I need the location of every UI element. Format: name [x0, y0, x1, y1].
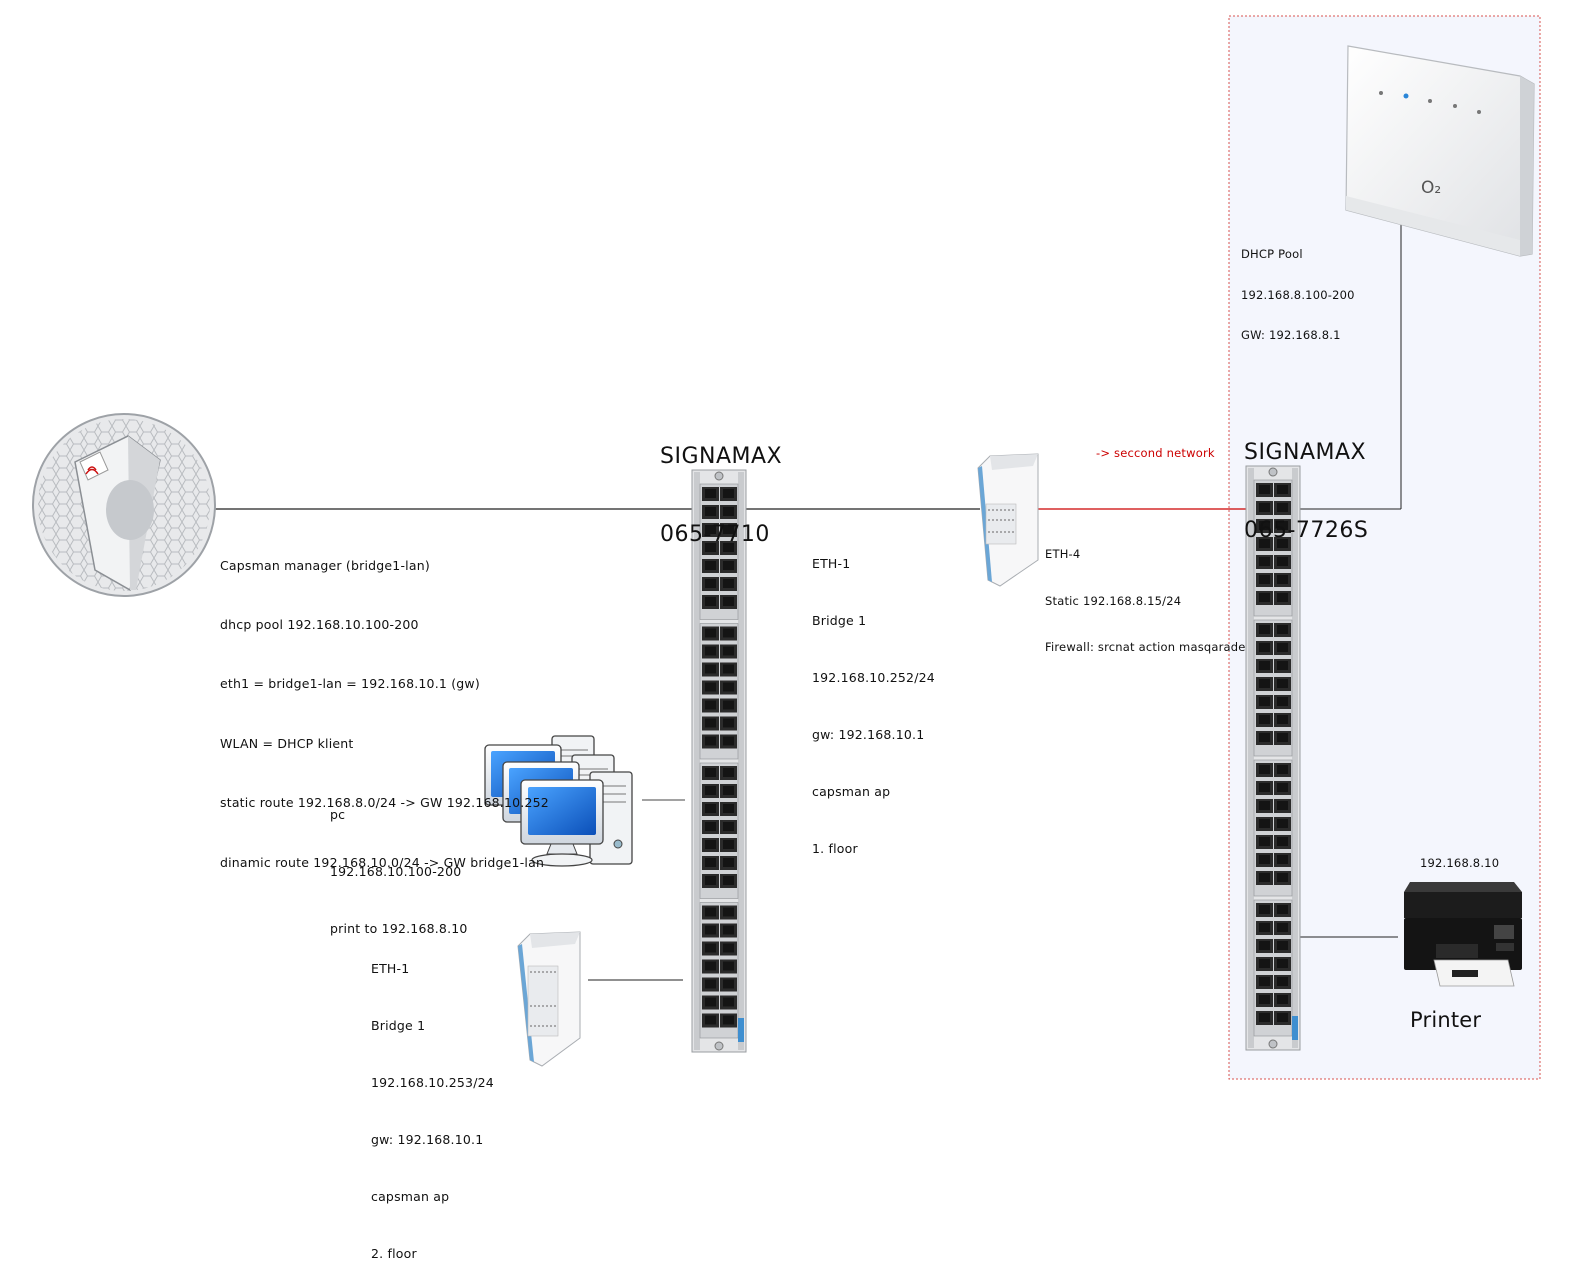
ap-floor1-line: 192.168.10.252/24	[812, 670, 935, 685]
pc-line: pc	[330, 807, 346, 822]
lte-router-icon: O₂	[1345, 45, 1535, 257]
printer-icon	[1404, 882, 1522, 987]
switch-left-name: SIGNAMAX	[660, 444, 783, 469]
router-line: 192.168.8.100-200	[1241, 287, 1355, 302]
capsman-line: eth1 = bridge1-lan = 192.168.10.1 (gw)	[220, 676, 480, 692]
dish-antenna-icon	[32, 413, 216, 597]
ap-floor1-line: 1. floor	[812, 841, 858, 856]
access-point-floor2-icon	[517, 931, 581, 1067]
capsman-line: dinamic route 192.168.10.0/24 -> GW brid…	[220, 854, 545, 870]
capsman-line: Capsman manager (bridge1-lan)	[220, 557, 430, 573]
switch-left-model: 065-7710	[660, 522, 770, 547]
ap-floor2-line: Bridge 1	[371, 1018, 426, 1033]
ap-floor1-line: Bridge 1	[812, 613, 867, 628]
ap-floor2-notes: ETH-1 Bridge 1 192.168.10.253/24 gw: 192…	[371, 921, 494, 1282]
pc-notes: pc 192.168.10.100-200 print to 192.168.8…	[330, 767, 468, 957]
capsman-line: static route 192.168.8.0/24 -> GW 192.16…	[220, 795, 549, 811]
router-logo: O₂	[1421, 178, 1441, 198]
switch-right-name: SIGNAMAX	[1244, 440, 1367, 465]
ap-floor1-line: gw: 192.168.10.1	[812, 727, 925, 742]
ap-floor2-line: 192.168.10.253/24	[371, 1075, 494, 1090]
network-diagram: O₂	[32, 15, 1541, 1080]
capsman-line: WLAN = DHCP klient	[220, 735, 354, 751]
ap-eth4-line: Firewall: srcnat action masqarade	[1045, 640, 1246, 654]
switch-right-icon	[1245, 465, 1301, 1051]
switch-right-model: 065-7726S	[1244, 518, 1369, 543]
ap-floor2-line: gw: 192.168.10.1	[371, 1132, 484, 1147]
router-notes: DHCP Pool 192.168.8.100-200 GW: 192.168.…	[1241, 221, 1355, 356]
capsman-notes: Capsman manager (bridge1-lan) dhcp pool …	[220, 516, 549, 892]
second-network-label: -> seccond network	[1096, 446, 1215, 460]
ap-eth4-notes: ETH-4 Static 192.168.8.15/24 Firewall: s…	[1045, 516, 1246, 671]
router-line: DHCP Pool	[1241, 247, 1303, 261]
ap-eth4-line: Static 192.168.8.15/24	[1045, 593, 1182, 608]
computers-icon	[484, 735, 633, 867]
ap-eth4-line: ETH-4	[1045, 547, 1081, 561]
switch-right-title: SIGNAMAX 065-7726S	[1244, 388, 1368, 570]
printer-ip: 192.168.8.10	[1420, 856, 1500, 870]
ap-floor2-line: 2. floor	[371, 1246, 417, 1261]
access-point-floor1-icon	[977, 453, 1039, 587]
pc-line: print to 192.168.8.10	[330, 921, 468, 936]
pc-line: 192.168.10.100-200	[330, 864, 462, 879]
capsman-line: dhcp pool 192.168.10.100-200	[220, 616, 419, 632]
router-line: GW: 192.168.8.1	[1241, 328, 1341, 342]
ap-floor2-line: capsman ap	[371, 1189, 450, 1204]
ap-floor1-notes: ETH-1 Bridge 1 192.168.10.252/24 gw: 192…	[812, 516, 935, 877]
switch-left-icon	[691, 469, 747, 1053]
switch-left-title: SIGNAMAX 065-7710	[660, 392, 782, 574]
ap-floor2-line: ETH-1	[371, 961, 410, 976]
ap-floor1-line: capsman ap	[812, 784, 891, 799]
printer-title: Printer	[1410, 1008, 1482, 1032]
ap-floor1-line: ETH-1	[812, 556, 851, 571]
